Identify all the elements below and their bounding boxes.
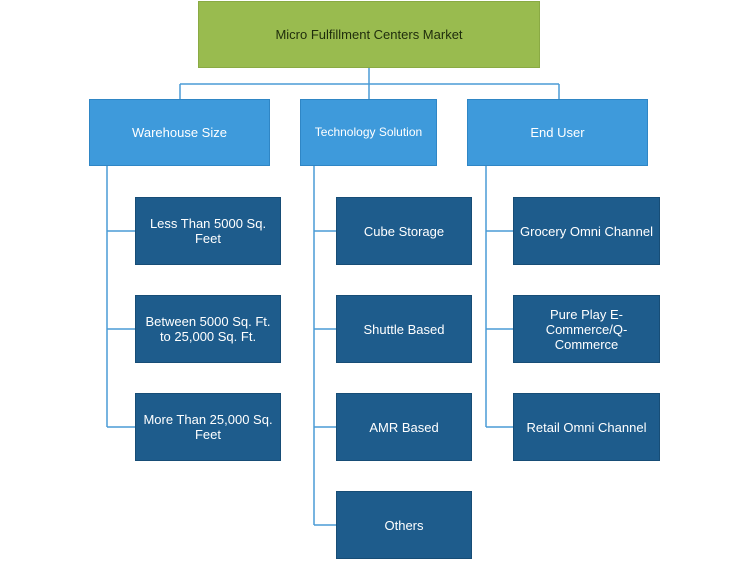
leaf-node: AMR Based bbox=[336, 393, 472, 461]
leaf-node: Between 5000 Sq. Ft. to 25,000 Sq. Ft. bbox=[135, 295, 281, 363]
root-node: Micro Fulfillment Centers Market bbox=[198, 1, 540, 68]
leaf-node: Retail Omni Channel bbox=[513, 393, 660, 461]
leaf-node: Others bbox=[336, 491, 472, 559]
category-warehouse-size: Warehouse Size bbox=[89, 99, 270, 166]
leaf-label: Cube Storage bbox=[363, 223, 445, 239]
leaf-node: More Than 25,000 Sq. Feet bbox=[135, 393, 281, 461]
leaf-node: Less Than 5000 Sq. Feet bbox=[135, 197, 281, 265]
category-end-user: End User bbox=[467, 99, 648, 166]
category-label: Technology Solution bbox=[314, 125, 423, 139]
leaf-label: Retail Omni Channel bbox=[526, 419, 647, 435]
leaf-label: Less Than 5000 Sq. Feet bbox=[149, 216, 267, 246]
leaf-node: Cube Storage bbox=[336, 197, 472, 265]
leaf-label: Shuttle Based bbox=[363, 321, 445, 337]
leaf-node: Shuttle Based bbox=[336, 295, 472, 363]
leaf-label: More Than 25,000 Sq. Feet bbox=[143, 412, 273, 442]
category-label: Warehouse Size bbox=[132, 125, 227, 140]
leaf-node: Pure Play E-Commerce/Q-Commerce bbox=[513, 295, 660, 363]
leaf-label: Pure Play E-Commerce/Q-Commerce bbox=[545, 306, 628, 352]
root-node-label: Micro Fulfillment Centers Market bbox=[275, 27, 463, 42]
category-label: End User bbox=[530, 125, 585, 140]
leaf-label: Others bbox=[384, 517, 424, 533]
leaf-label: AMR Based bbox=[369, 419, 439, 435]
category-technology-solution: Technology Solution bbox=[300, 99, 437, 166]
leaf-label: Between 5000 Sq. Ft. to 25,000 Sq. Ft. bbox=[145, 314, 271, 344]
leaf-node: Grocery Omni Channel bbox=[513, 197, 660, 265]
leaf-label: Grocery Omni Channel bbox=[520, 223, 653, 239]
